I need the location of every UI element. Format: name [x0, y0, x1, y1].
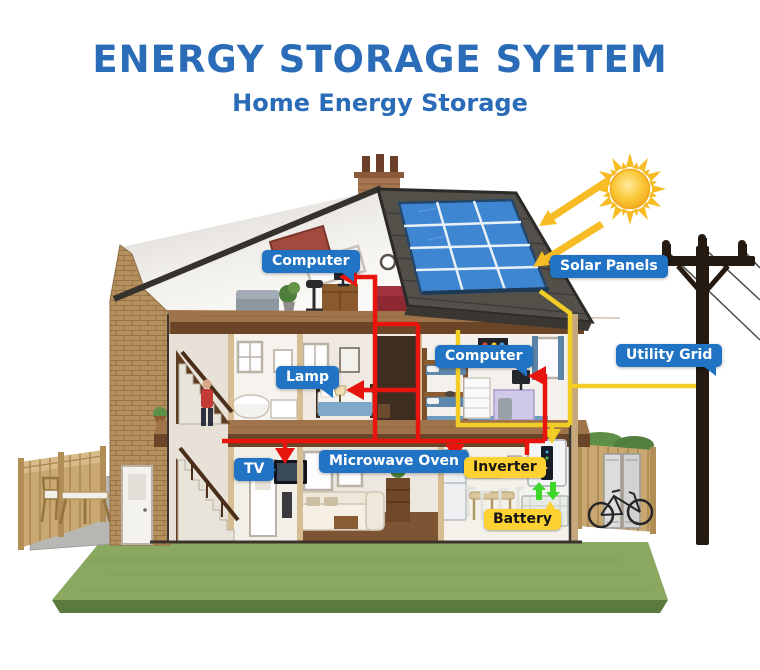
solar-panel-array [397, 198, 550, 295]
front-door [121, 465, 153, 545]
callout-lamp: Lamp [276, 366, 339, 398]
callout-tv-label: TV [244, 461, 265, 477]
callout-computer-bedroom-label: Computer [445, 348, 523, 364]
sofa [299, 491, 385, 531]
grass [52, 542, 668, 613]
callout-computer-attic-label: Computer [272, 253, 350, 269]
green-transfer-arrows [532, 482, 560, 500]
callout-utility-grid: Utility Grid [616, 344, 723, 376]
bedroom [301, 336, 416, 420]
callout-inverter-label: Inverter [473, 459, 537, 475]
callout-solar-panels: Solar Panels [550, 255, 668, 278]
callout-microwave-oven-label: Microwave Oven [329, 453, 459, 469]
callout-computer-bedroom: Computer [435, 345, 533, 377]
right-fence [576, 432, 656, 534]
callout-inverter: Inverter [464, 457, 548, 478]
callout-computer-attic: Computer [262, 250, 360, 282]
console-shelf [386, 478, 410, 522]
sunlight-arrows [533, 177, 611, 267]
callout-tv: TV [234, 458, 277, 481]
bathroom-vanity [270, 399, 298, 419]
callout-utility-grid-label: Utility Grid [626, 347, 713, 363]
page-title: ENERGY STORAGE SYETEM [92, 38, 668, 81]
callout-battery: Battery [484, 501, 562, 530]
page-subtitle: Home Energy Storage [232, 88, 528, 117]
bicycle [587, 489, 654, 529]
person-figure [201, 379, 213, 426]
red-sofa [374, 286, 407, 316]
sun-icon [594, 153, 666, 225]
brick-wall [109, 185, 383, 546]
left-roof-edge [112, 185, 383, 302]
callout-battery-label: Battery [493, 511, 553, 527]
living-room [274, 450, 410, 531]
callout-solar-panels-label: Solar Panels [560, 258, 658, 274]
staircase [168, 334, 240, 543]
coffee-table [334, 516, 358, 529]
callout-lamp-label: Lamp [286, 369, 329, 385]
bathtub [232, 394, 270, 419]
utility-pole [652, 234, 760, 545]
header: ENERGY STORAGE SYETEM Home Energy Storag… [0, 38, 760, 117]
callout-microwave-oven: Microwave Oven [319, 450, 471, 473]
roof [376, 187, 595, 331]
round-window [379, 253, 397, 271]
cat [445, 391, 455, 397]
bedside-lamp [333, 385, 347, 402]
